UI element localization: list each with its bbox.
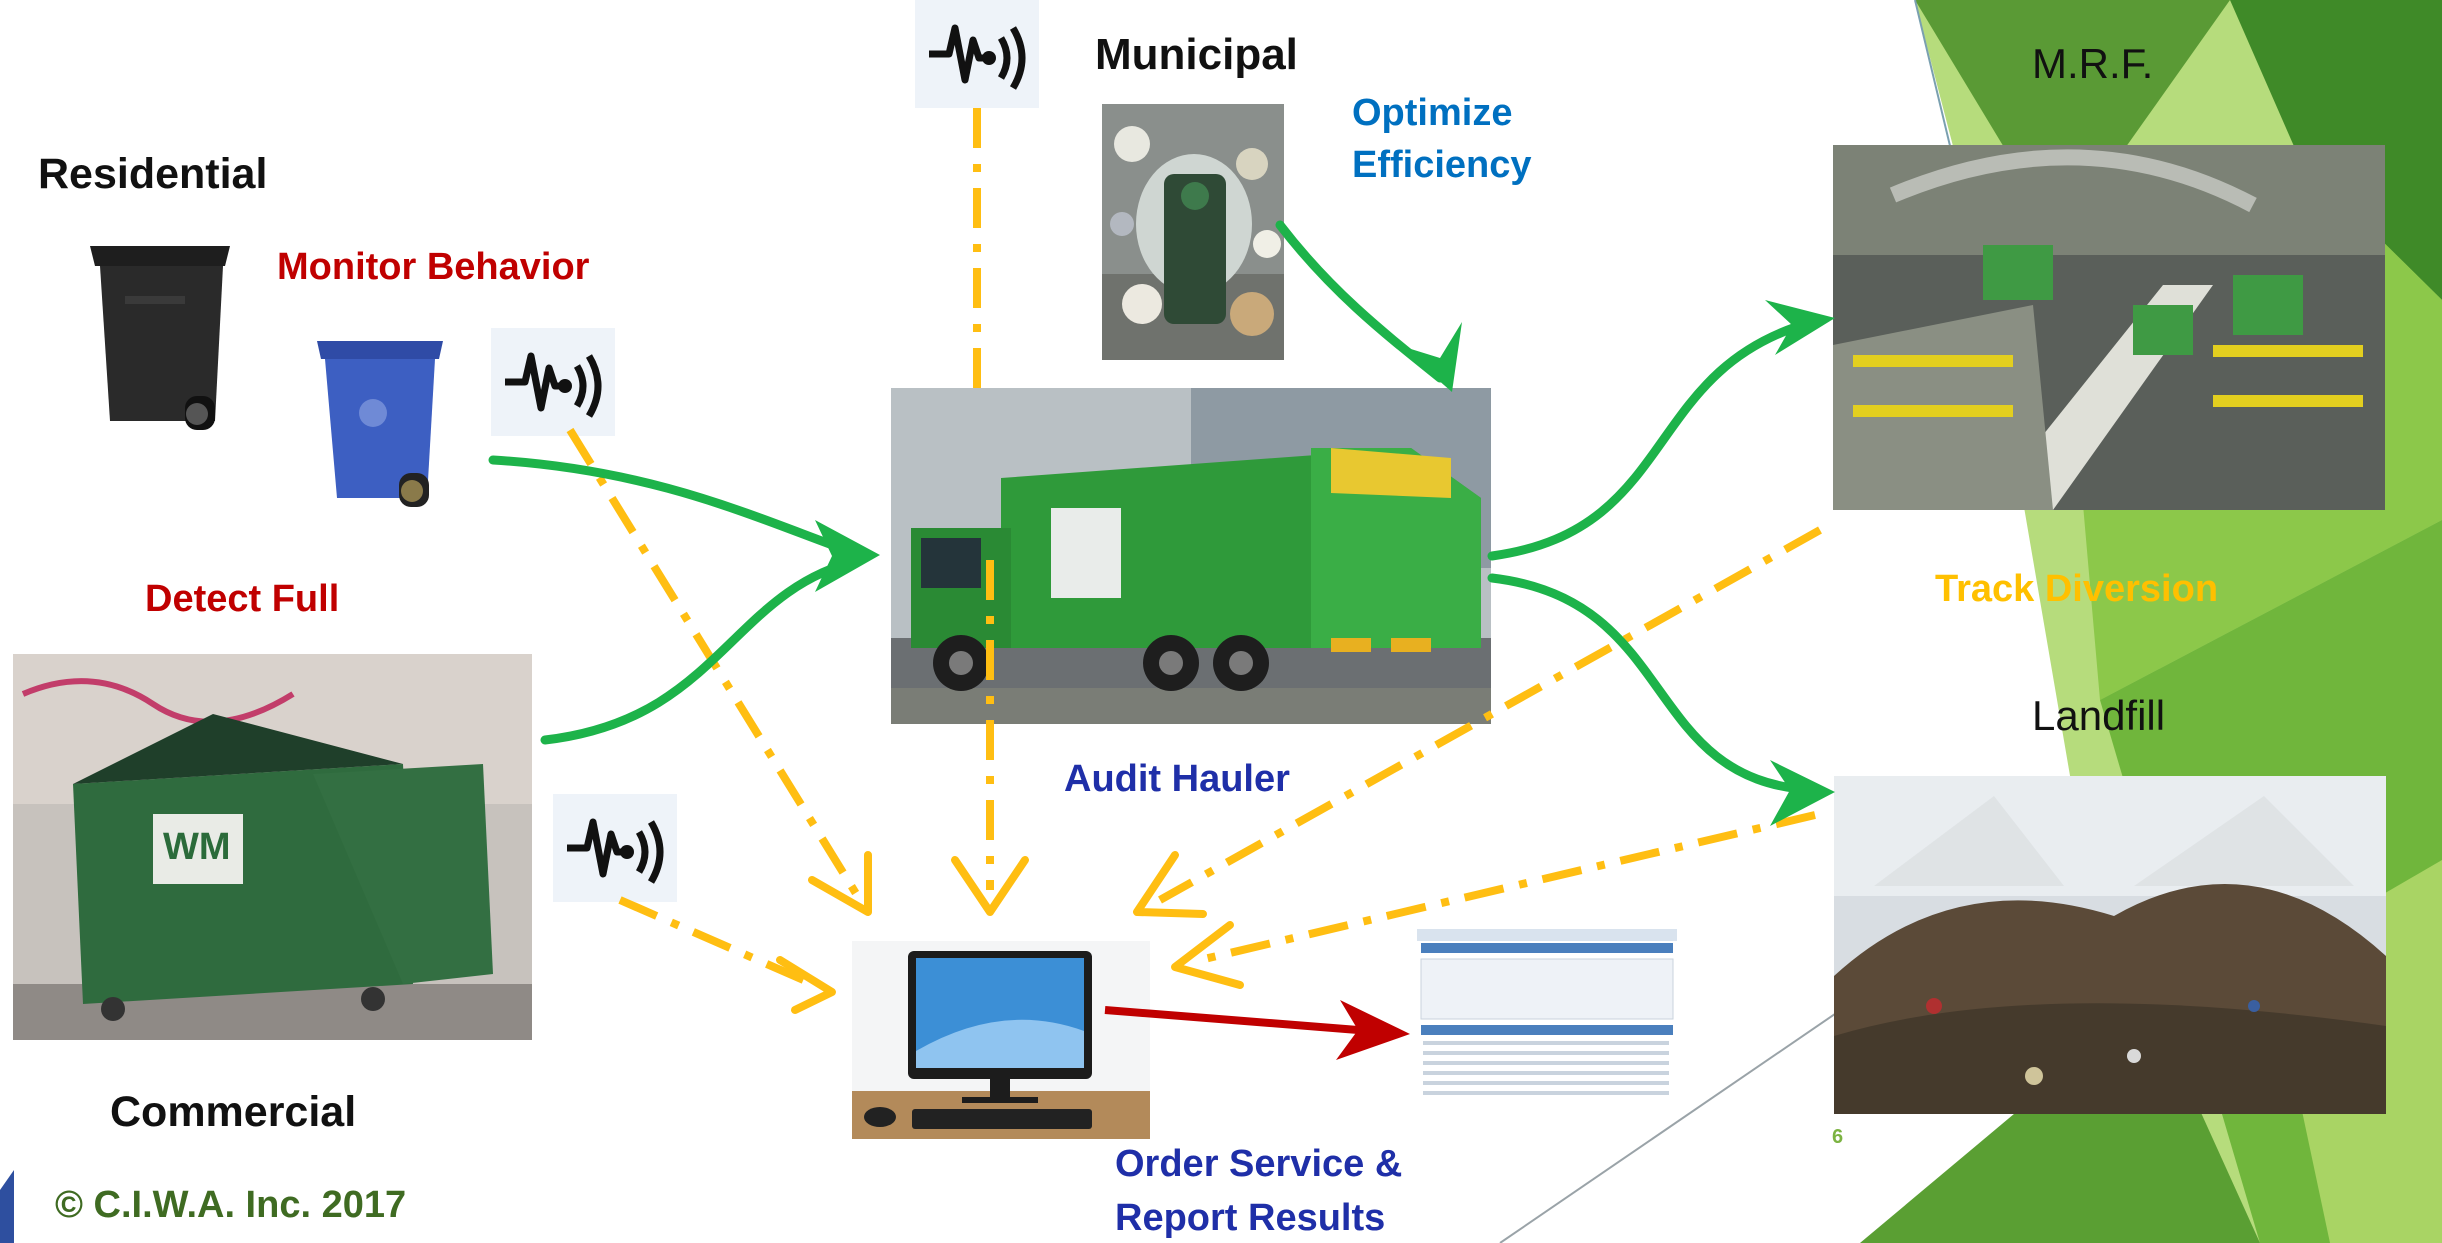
commercial-sensor-to-computer-link bbox=[618, 896, 817, 989]
municipal-litter-photo bbox=[1102, 104, 1284, 360]
commercial-to-truck-arrow bbox=[540, 555, 865, 745]
svg-text:WM: WM bbox=[163, 826, 231, 868]
arrowhead-green bbox=[815, 520, 880, 592]
arrowhead-orange bbox=[1133, 851, 1207, 918]
arrowhead-orange bbox=[808, 851, 872, 916]
truck-to-mrf-arrow bbox=[1487, 317, 1817, 561]
landfill-to-computer-link bbox=[1199, 811, 1816, 964]
commercial-label: Commercial bbox=[110, 1088, 357, 1136]
report-screenshot-thumbnail bbox=[1417, 929, 1677, 1105]
detect-full-label: Detect Full bbox=[145, 578, 340, 620]
copyright-text: © C.I.W.A. Inc. 2017 bbox=[55, 1184, 407, 1226]
mrf-to-computer-link bbox=[1158, 526, 1822, 904]
landfill-label: Landfill bbox=[2032, 692, 2166, 739]
black-trash-cart-icon bbox=[85, 236, 235, 436]
audit-hauler-label: Audit Hauler bbox=[1064, 758, 1290, 800]
order-service-label-line1: Order Service & bbox=[1115, 1143, 1403, 1185]
sensor-signal-icon bbox=[553, 794, 677, 902]
garbage-truck-photo bbox=[891, 388, 1491, 724]
blue-recycle-cart-icon bbox=[315, 333, 445, 513]
mrf-label: M.R.F. bbox=[2032, 40, 2154, 87]
arrowhead-green bbox=[1765, 300, 1835, 355]
arrowhead-green bbox=[1398, 322, 1462, 392]
order-service-label-line2: Report Results bbox=[1115, 1197, 1386, 1239]
truck-to-landfill-arrow bbox=[1487, 573, 1817, 795]
optimize-label-line1: Optimize bbox=[1352, 92, 1513, 134]
arrowhead-green bbox=[1770, 760, 1835, 826]
residential-to-truck-arrow bbox=[488, 455, 865, 560]
municipal-label: Municipal bbox=[1095, 30, 1298, 79]
arrowhead-red bbox=[1336, 1000, 1410, 1060]
sensor-signal-icon bbox=[491, 328, 615, 436]
arrowhead-orange bbox=[951, 856, 1029, 916]
residential-label: Residential bbox=[38, 150, 268, 198]
arrowhead-orange bbox=[1171, 921, 1244, 989]
landfill-photo bbox=[1834, 776, 2386, 1114]
computer-monitor-icon bbox=[852, 941, 1150, 1139]
monitor-behavior-label: Monitor Behavior bbox=[277, 246, 590, 288]
arrowhead-orange bbox=[776, 956, 836, 1014]
optimize-label-line2: Efficiency bbox=[1352, 144, 1532, 186]
track-diversion-label: Track Diversion bbox=[1935, 568, 2219, 610]
mrf-facility-photo bbox=[1833, 145, 2385, 510]
commercial-dumpster-photo: WM bbox=[13, 654, 532, 1040]
residential-sensor-to-computer-link bbox=[566, 427, 864, 903]
sensor-signal-icon bbox=[915, 0, 1039, 108]
slide-number: 6 bbox=[1832, 1126, 1844, 1148]
